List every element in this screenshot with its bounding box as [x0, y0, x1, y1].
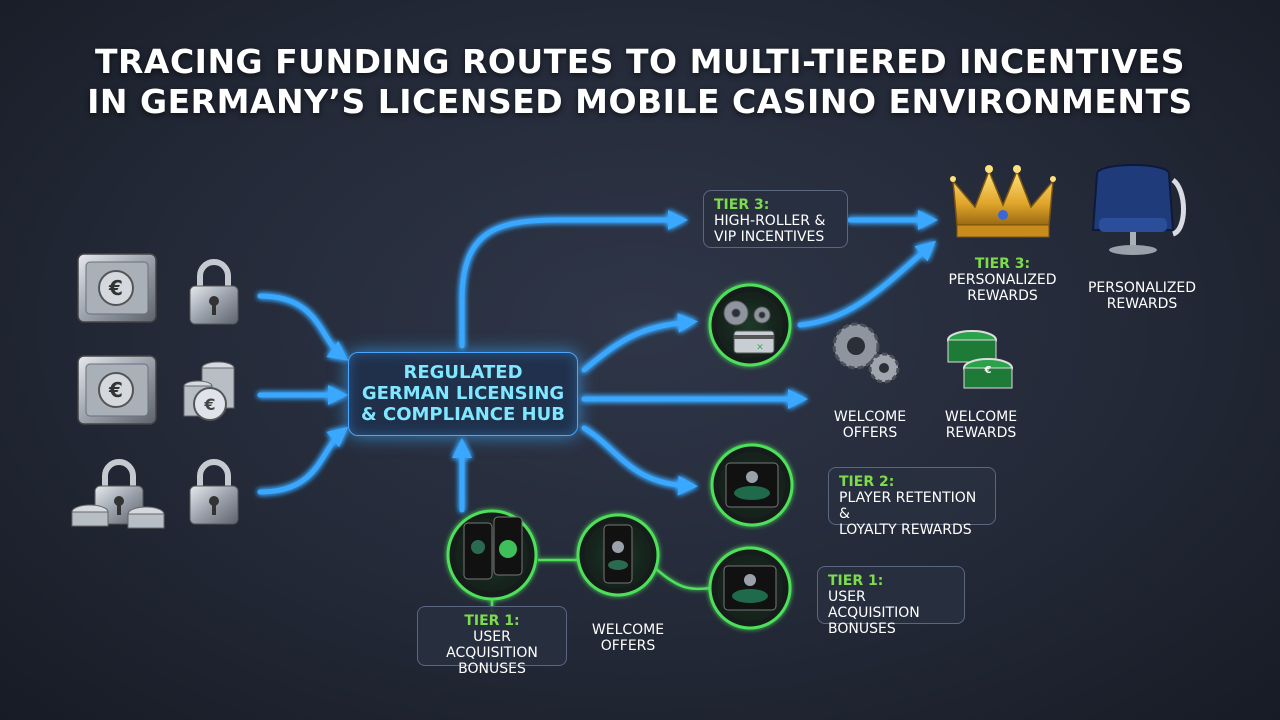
tier1-bottom-line2: BONUSES [458, 661, 526, 677]
personalized-rewards-label: PERSONALIZED REWARDS [1072, 280, 1212, 312]
svg-text:€: € [984, 365, 992, 376]
phone-node [576, 513, 660, 597]
welcome-offers-bottom-line2: OFFERS [600, 638, 656, 654]
tier2-line2: LOYALTY REWARDS [839, 522, 972, 538]
tier3-vip-box: TIER 3: HIGH-ROLLER & VIP INCENTIVES [703, 190, 848, 248]
tier1-acquisition-box-bottom: TIER 1: USER ACQUISITION BONUSES [417, 606, 567, 677]
tier3-vip-line2: VIP INCENTIVES [714, 229, 825, 245]
personalized-rewards-line2: REWARDS [1106, 296, 1178, 312]
welcome-offers-label: WELCOME OFFERS [820, 409, 920, 441]
tier1-bottom-tier: TIER 1: [464, 613, 520, 629]
welcome-offers-line1: WELCOME [833, 409, 907, 425]
welcome-rewards-label: WELCOME REWARDS [930, 409, 1032, 441]
crown-icon [950, 165, 1056, 238]
smartphone-icon [463, 516, 523, 580]
euro-coins-icon [71, 504, 165, 529]
tier2-retention-box: TIER 2: PLAYER RETENTION & LOYALTY REWAR… [828, 467, 996, 538]
tablet-icon [725, 462, 779, 508]
tier2-line1: PLAYER RETENTION & [839, 490, 977, 522]
tier1-right-tier: TIER 1: [828, 573, 884, 589]
compliance-hub: REGULATED GERMAN LICENSING & COMPLIANCE … [348, 352, 578, 436]
arrow-hub-to-gears [581, 312, 698, 373]
arrow-hub-to-tablet [581, 425, 698, 496]
svg-text:✕: ✕ [756, 343, 764, 353]
tier3-vip-line1: HIGH-ROLLER & [714, 213, 826, 229]
padlock-icon [189, 459, 239, 525]
gears-icon [832, 322, 900, 384]
padlock-icon [189, 259, 239, 325]
tier3-personalized-rewards-label: TIER 3: PERSONALIZED REWARDS [930, 256, 1075, 304]
card-icon: ✕ [733, 330, 775, 354]
safe-euro-icon: € [77, 253, 157, 323]
tablet-node [710, 443, 794, 527]
phones-node [446, 509, 538, 601]
welcome-rewards-line2: REWARDS [945, 425, 1017, 441]
flow-arrows [257, 210, 938, 513]
tier3-vip-tier: TIER 3: [714, 197, 770, 213]
gears-icon [723, 300, 771, 326]
tier3-rewards-tier: TIER 3: [974, 256, 1031, 272]
poker-chips-icon: € [947, 330, 1013, 389]
hub-line1: REGULATED [403, 362, 523, 383]
gears-card-node: ✕ [708, 283, 792, 367]
page-title-line2: IN GERMANY’S LICENSED MOBILE CASINO ENVI… [87, 82, 1193, 121]
tablet-node [708, 546, 792, 630]
tier3-rewards-line1: PERSONALIZED [948, 272, 1057, 288]
tier1-bottom-line1: USER ACQUISITION [446, 629, 538, 661]
armchair-icon [1091, 164, 1186, 255]
arrow-gears-to-rewards [797, 240, 937, 328]
hub-line2: GERMAN LICENSING [361, 383, 565, 404]
tier1-right-line2: BONUSES [828, 621, 896, 637]
svg-text:€: € [108, 276, 123, 300]
tier1-acquisition-box-right: TIER 1: USER ACQUISITION BONUSES [817, 566, 965, 637]
page-title-line1: TRACING FUNDING ROUTES TO MULTI-TIERED I… [94, 42, 1185, 81]
tier2-tier: TIER 2: [839, 474, 895, 490]
welcome-offers-bottom-line1: WELCOME [591, 622, 665, 638]
arrow-source3-to-hub [257, 426, 349, 495]
personalized-rewards-line1: PERSONALIZED [1087, 280, 1197, 296]
hub-line3: & COMPLIANCE HUB [361, 404, 565, 425]
svg-text:€: € [203, 395, 215, 414]
tier3-rewards-line2: REWARDS [967, 288, 1038, 304]
arrow-source1-to-hub [257, 293, 349, 361]
welcome-offers-bottom-label: WELCOME OFFERS [578, 622, 678, 654]
svg-text:€: € [108, 378, 123, 402]
arrow-hub-to-tier3 [459, 210, 688, 349]
welcome-offers-line2: OFFERS [842, 425, 898, 441]
safe-euro-icon: € [77, 355, 157, 425]
tier1-right-line1: USER ACQUISITION [828, 589, 920, 621]
welcome-rewards-line1: WELCOME [944, 409, 1018, 425]
smartphone-icon [603, 524, 633, 584]
tablet-icon [723, 565, 777, 611]
euro-coins-icon: € [183, 361, 235, 421]
